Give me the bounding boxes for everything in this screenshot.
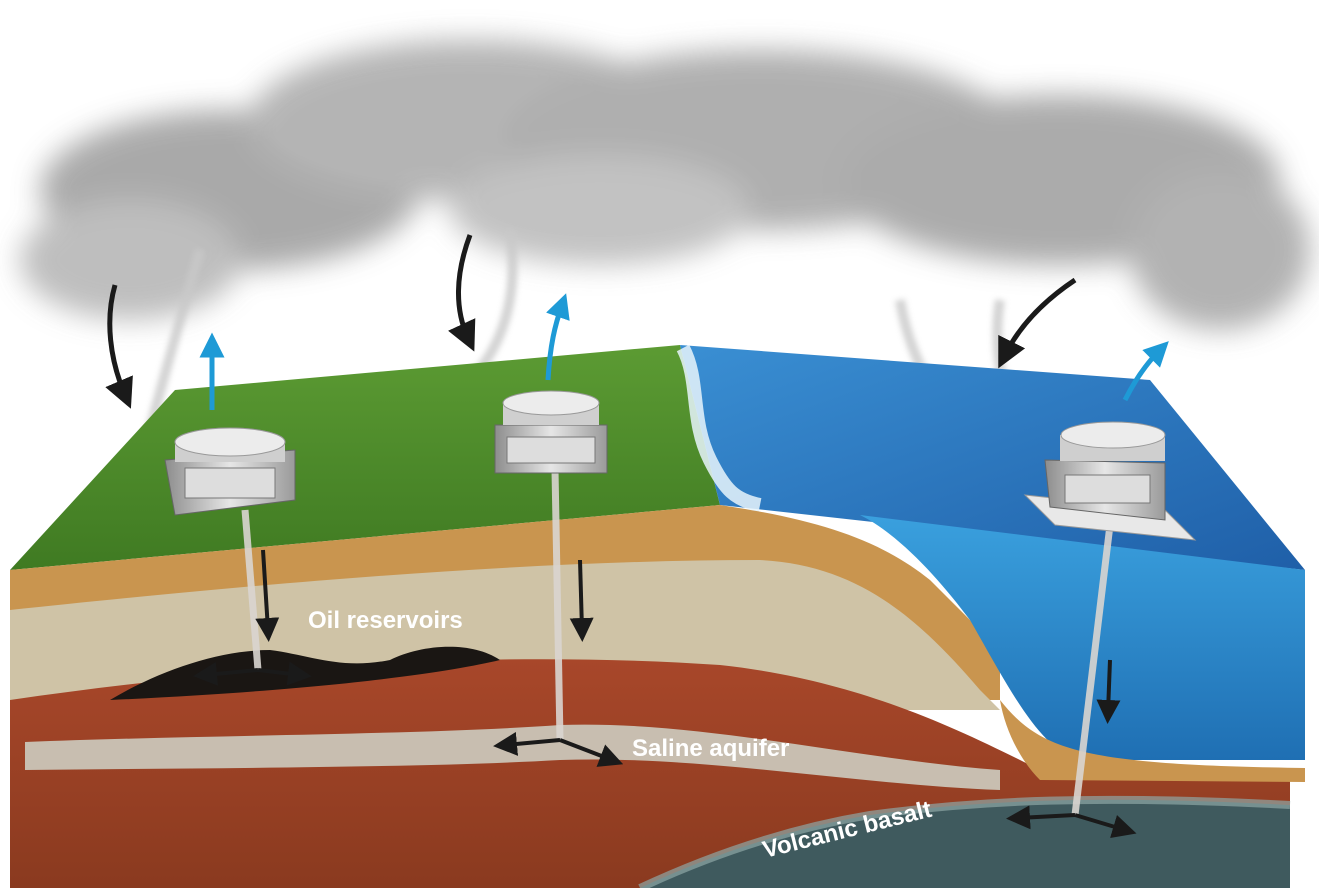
injection-pipes	[241, 469, 1114, 816]
spread-arrow-icon	[193, 661, 259, 686]
injection-pipe-icon	[551, 469, 564, 741]
storage-spread-arrows	[193, 661, 1137, 839]
co2-capture-unit-icon	[164, 427, 296, 516]
down-arrow-icon	[998, 277, 1077, 369]
up-arrow-icon	[545, 293, 570, 381]
injection-flow-arrows	[255, 549, 1121, 724]
spread-arrow-icon	[559, 738, 624, 767]
spread-arrow-icon	[493, 731, 561, 756]
spread-arrow-icon	[1006, 805, 1076, 830]
co2-capture-unit-icon	[1023, 421, 1197, 541]
clean-air-arrows	[199, 293, 1169, 410]
co2-capture-unit-icon	[494, 390, 608, 474]
oil-reservoirs-label: Oil reservoirs	[308, 607, 463, 634]
down-arrow-icon	[448, 234, 476, 352]
spread-arrow-icon	[257, 661, 312, 686]
spread-arrow-icon	[1074, 813, 1137, 839]
down-arrow-icon	[1096, 659, 1121, 724]
down-arrow-icon	[255, 549, 280, 642]
co2-intake-arrows	[105, 234, 1077, 409]
ocean-cross-section	[860, 515, 1305, 760]
down-arrow-icon	[105, 284, 133, 409]
down-arrow-icon	[569, 559, 594, 642]
saline-aquifer-label: Saline aquifer	[632, 735, 789, 762]
shoreline-foam	[676, 344, 762, 512]
saline-aquifer-layer	[25, 724, 1000, 790]
up-arrow-icon	[1122, 341, 1169, 402]
seafloor-sand	[1000, 700, 1305, 782]
injection-pipe-icon	[241, 509, 262, 671]
smoke-cloud	[20, 40, 1310, 330]
injection-pipe-icon	[1071, 524, 1114, 816]
